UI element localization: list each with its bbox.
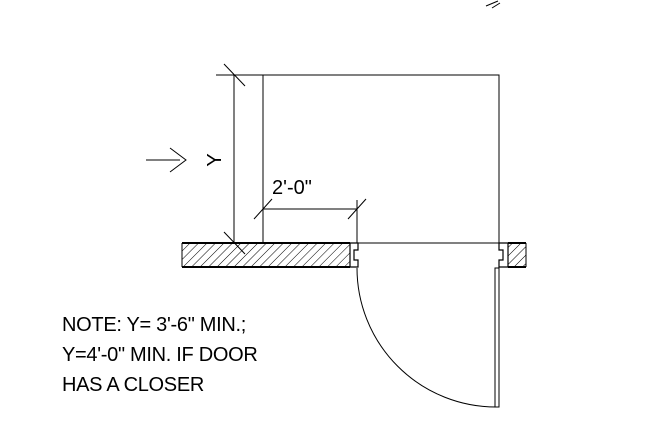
dimension-width-label: 2'-0"	[272, 177, 312, 199]
door-frame-right	[498, 242, 509, 268]
dimension-y-label: Y	[204, 153, 226, 166]
door-frame-left	[349, 242, 359, 268]
wall-left	[181, 242, 350, 268]
door-swing-arc	[356, 267, 497, 408]
door-leaf	[494, 267, 500, 408]
clearance-note: NOTE: Y= 3'-6" MIN.; Y=4'-0" MIN. IF DOO…	[62, 310, 258, 400]
note-line-1: NOTE: Y= 3'-6" MIN.;	[62, 314, 247, 336]
dimension-width	[253, 198, 367, 243]
entry-arrow-icon	[146, 147, 187, 173]
note-line-3: HAS A CLOSER	[62, 374, 205, 396]
clear-floor-space	[262, 74, 500, 244]
wall-right	[508, 242, 527, 268]
cropped-mark	[485, 0, 501, 9]
dimension-y	[216, 63, 263, 255]
note-line-2: Y=4'-0" MIN. IF DOOR	[62, 344, 258, 366]
